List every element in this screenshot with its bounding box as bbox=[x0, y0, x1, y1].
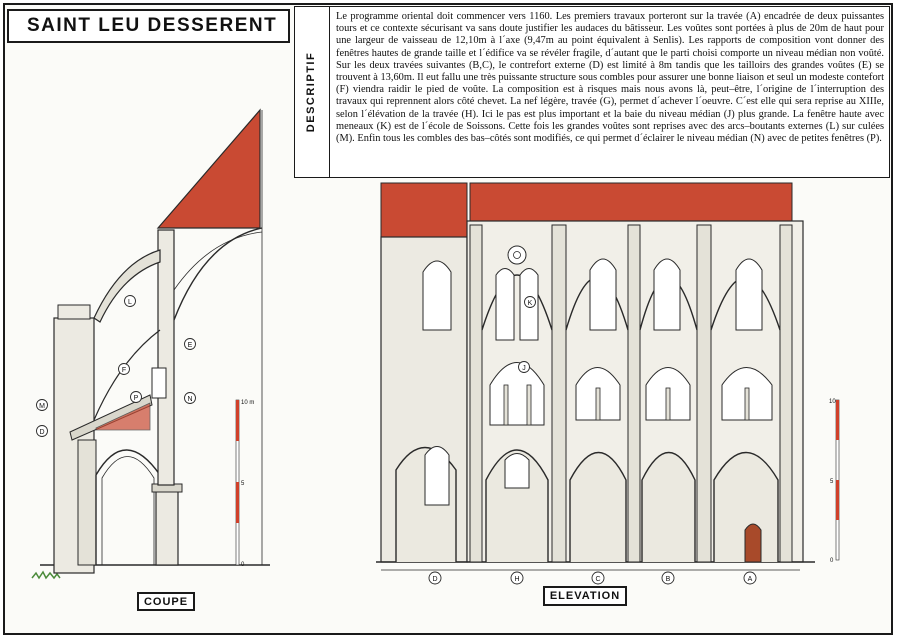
description-box bbox=[294, 6, 890, 178]
coupe-caption: COUPE bbox=[137, 592, 195, 611]
description-tab-label: DESCRIPTIF bbox=[305, 51, 318, 133]
elevation-caption: ELEVATION bbox=[543, 586, 627, 606]
description-tab: DESCRIPTIF bbox=[294, 6, 330, 178]
title-box: SAINT LEU DESSERENT bbox=[7, 9, 290, 43]
page-title: SAINT LEU DESSERENT bbox=[27, 15, 278, 36]
elevation-caption-text: ELEVATION bbox=[549, 590, 621, 602]
description-text: Le programme oriental doit commencer ver… bbox=[336, 11, 884, 145]
coupe-caption-text: COUPE bbox=[143, 595, 189, 608]
